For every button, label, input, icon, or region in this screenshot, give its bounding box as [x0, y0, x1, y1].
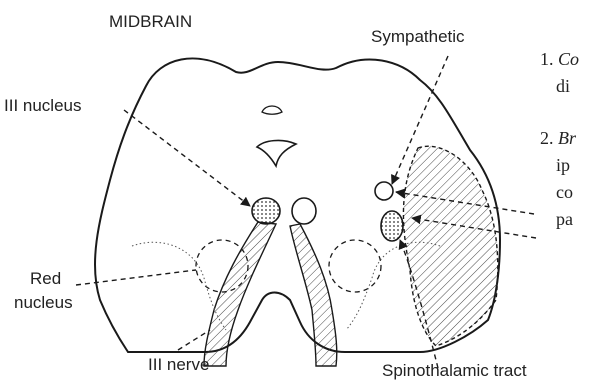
- label-sympathetic: Sympathetic: [371, 27, 465, 47]
- side-item-1-number: 1.: [540, 49, 554, 69]
- label-red-nucleus-line1: Red: [30, 269, 61, 289]
- side-item-2: 2. Br: [540, 125, 576, 152]
- iii-nucleus-right: [292, 198, 316, 224]
- label-spinothalamic-tract: Spinothalamic tract: [382, 361, 527, 381]
- side-item-2-line3: co: [556, 179, 573, 206]
- label-iii-nerve: III nerve: [148, 355, 209, 375]
- side-item-2-number: 2.: [540, 128, 554, 148]
- side-item-1: 1. Co: [540, 46, 579, 73]
- side-item-1-word: Co: [558, 49, 579, 69]
- side-item-2-line4: pa: [556, 206, 573, 233]
- sympathetic-tract-oval: [375, 182, 393, 200]
- label-red-nucleus-line2: nucleus: [14, 293, 73, 313]
- spinothalamic-tract-oval: [381, 211, 403, 241]
- side-item-2-word: Br: [558, 128, 576, 148]
- side-item-2-line2: ip: [556, 152, 570, 179]
- diagram-title: MIDBRAIN: [109, 12, 192, 32]
- label-iii-nucleus: III nucleus: [4, 96, 82, 116]
- side-item-1-line2: di: [556, 73, 570, 100]
- iii-nucleus-left: [252, 198, 280, 224]
